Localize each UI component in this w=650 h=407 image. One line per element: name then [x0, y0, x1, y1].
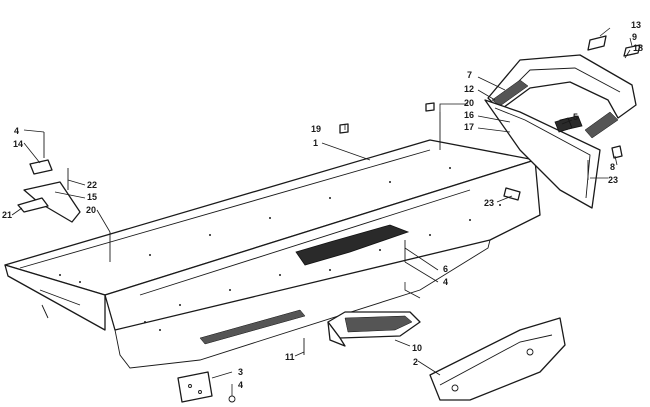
- callout-20: 20: [86, 205, 96, 215]
- leader-lines: [11, 27, 633, 396]
- callout-9: 9: [632, 32, 637, 42]
- callout-10: 10: [412, 343, 422, 353]
- callout-3: 3: [238, 367, 243, 377]
- callout-19: 19: [311, 124, 321, 134]
- callout-labels: 1 2 3 4 4 4 5 6 7 8 9 10 11 12 13 14 15 …: [2, 20, 643, 390]
- callout-13: 13: [631, 20, 641, 30]
- callout-12: 12: [464, 84, 474, 94]
- callout-17: 17: [464, 122, 474, 132]
- bracket-plate: [429, 317, 566, 401]
- callout-21: 21: [2, 210, 12, 220]
- callout-7: 7: [467, 70, 472, 80]
- rear-flap: [484, 99, 601, 209]
- footrest: [327, 311, 421, 347]
- callout-6: 6: [443, 264, 448, 274]
- tunnel: [4, 139, 541, 369]
- callout-5: 5: [573, 112, 578, 122]
- small-plate: [177, 371, 213, 403]
- callout-4: 4: [443, 277, 448, 287]
- callout-4: 4: [238, 380, 243, 390]
- callout-18: 18: [633, 43, 643, 53]
- rear-bumper: [487, 35, 641, 139]
- callout-14: 14: [13, 139, 23, 149]
- callout-1: 1: [313, 138, 318, 148]
- callout-15: 15: [87, 192, 97, 202]
- callout-23: 23: [484, 198, 494, 208]
- callout-8: 8: [610, 162, 615, 172]
- fasteners: [43, 102, 623, 403]
- side-brackets: [17, 159, 81, 223]
- callout-22: 22: [87, 180, 97, 190]
- callout-16: 16: [464, 110, 474, 120]
- callout-4: 4: [14, 126, 19, 136]
- callout-20: 20: [464, 98, 474, 108]
- callout-2: 2: [413, 357, 418, 367]
- callout-11: 11: [285, 352, 295, 362]
- callout-23: 23: [608, 175, 618, 185]
